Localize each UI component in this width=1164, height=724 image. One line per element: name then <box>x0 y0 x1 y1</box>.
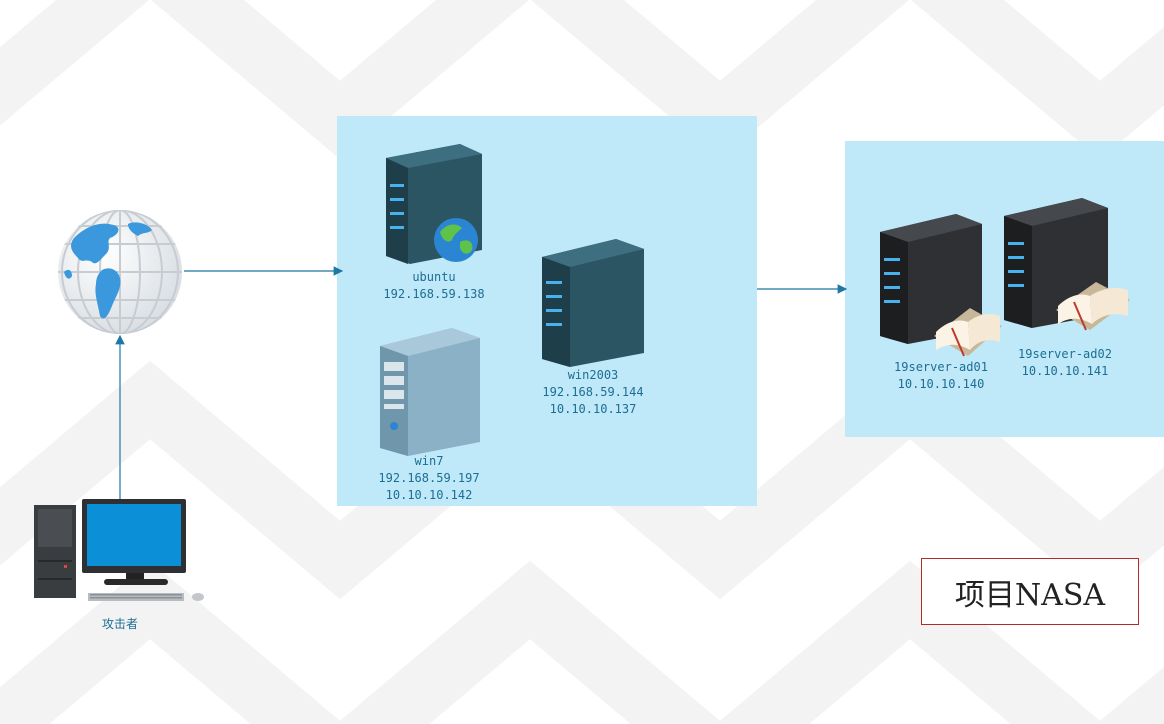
desktop-tower-icon <box>378 324 482 456</box>
node-ip: 10.10.10.137 <box>549 402 637 416</box>
win7-label: win7 192.168.59.197 10.10.10.142 <box>361 453 497 504</box>
node-ip: 10.10.10.142 <box>385 488 473 502</box>
server-icon <box>540 235 644 367</box>
workstation-icon <box>32 497 208 607</box>
node-name: 攻击者 <box>101 617 138 631</box>
node-ip: 192.168.59.197 <box>378 471 480 485</box>
node-name: win2003 <box>567 368 619 382</box>
ubuntu-label: ubuntu 192.168.59.138 <box>366 269 502 303</box>
project-label: 项目NASA <box>921 558 1139 625</box>
node-ip: 10.10.10.140 <box>897 377 985 391</box>
web-server-icon <box>382 140 482 264</box>
node-ip: 10.10.10.141 <box>1021 364 1109 378</box>
ad02-label: 19server-ad02 10.10.10.141 <box>995 346 1135 380</box>
globe-icon <box>56 208 184 336</box>
directory-server-icon <box>1002 194 1132 344</box>
node-ip: 192.168.59.144 <box>542 385 644 399</box>
node-ip: 192.168.59.138 <box>383 287 485 301</box>
node-name: 19server-ad02 <box>1018 347 1112 361</box>
node-name: 19server-ad01 <box>894 360 988 374</box>
node-name: ubuntu <box>412 270 456 284</box>
directory-server-icon <box>878 210 1006 366</box>
node-name: win7 <box>414 454 444 468</box>
win2003-label: win2003 192.168.59.144 10.10.10.137 <box>523 367 663 418</box>
attacker-label: 攻击者 <box>70 616 170 633</box>
ad01-label: 19server-ad01 10.10.10.140 <box>871 359 1011 393</box>
